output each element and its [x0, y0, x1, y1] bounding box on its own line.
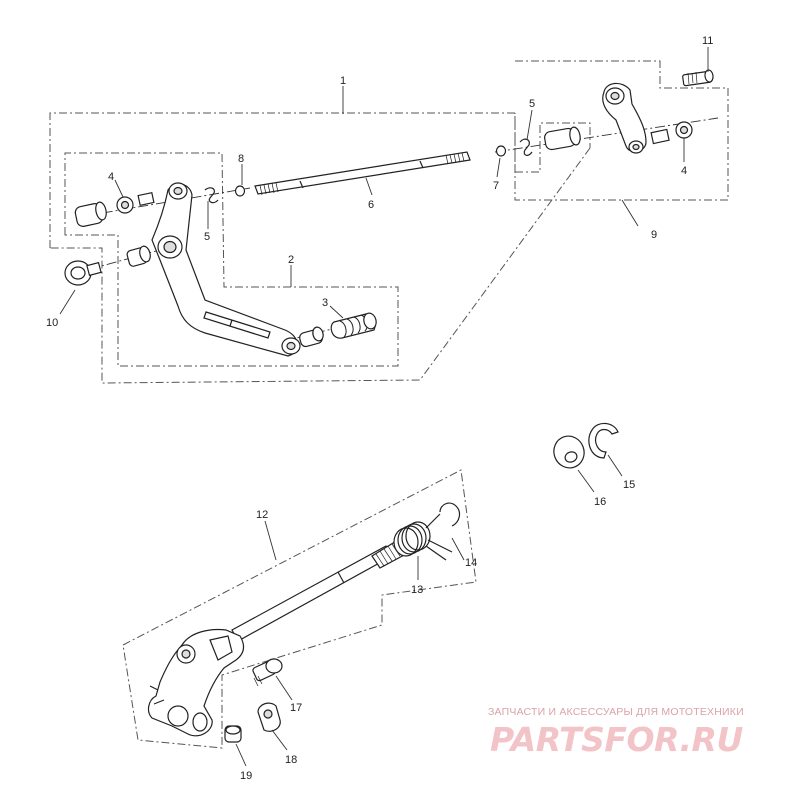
shift-rod [254, 151, 471, 196]
callout-5-right: 5 [529, 98, 535, 110]
callout-9: 9 [651, 229, 657, 241]
callout-4-right: 4 [681, 165, 687, 177]
callout-12: 12 [256, 509, 268, 521]
callout-18: 18 [285, 754, 297, 766]
callout-16: 16 [594, 496, 606, 508]
shift-arm [602, 82, 693, 154]
washer [553, 435, 585, 469]
shift-pedal-rubber [330, 312, 377, 339]
leader-lines [59, 47, 709, 767]
spring-circlip [439, 502, 461, 527]
stopper-bolt [252, 658, 283, 687]
callout-11: 11 [702, 35, 713, 47]
pedal-bushing [126, 245, 151, 267]
pedal-bolt [64, 260, 102, 286]
callout-19: 19 [240, 770, 252, 782]
stopper-roller [257, 702, 281, 732]
callout-10: 10 [46, 317, 58, 329]
callout-13: 13 [411, 584, 423, 596]
callout-8: 8 [238, 153, 244, 165]
small-bolt [224, 725, 242, 743]
pedal-pivot-bolt [299, 326, 324, 348]
shift-pedal [151, 182, 301, 357]
group-outlines [49, 60, 729, 749]
callout-14: 14 [465, 557, 477, 569]
watermark-brand-logo: PARTSFOR.RU [490, 720, 743, 759]
callout-6: 6 [368, 199, 374, 211]
callout-5-left: 5 [204, 231, 210, 243]
group-9-outline [514, 60, 729, 201]
callout-7: 7 [493, 180, 499, 192]
callout-1: 1 [340, 75, 346, 87]
group-1-outline [49, 112, 591, 384]
group-2-outline [64, 152, 399, 367]
circlip [588, 422, 619, 459]
watermark-tagline: ЗАПЧАСТИ И АКСЕССУАРЫ ДЛЯ МОТОТЕХНИКИ [488, 706, 744, 718]
return-spring [393, 513, 453, 561]
callout-17: 17 [290, 702, 302, 714]
callout-3: 3 [322, 297, 328, 309]
arm-clamp-bolt [682, 69, 714, 87]
callout-labels: 1 2 3 4 4 5 5 6 7 8 9 10 11 12 13 14 15 … [46, 35, 713, 782]
callout-15: 15 [623, 479, 635, 491]
right-rod-end [495, 126, 581, 157]
callout-4-left: 4 [108, 171, 114, 183]
left-rod-end [74, 185, 246, 227]
group-12-outline [122, 469, 477, 749]
shift-shaft-arm [147, 628, 245, 737]
callout-2: 2 [288, 254, 294, 266]
